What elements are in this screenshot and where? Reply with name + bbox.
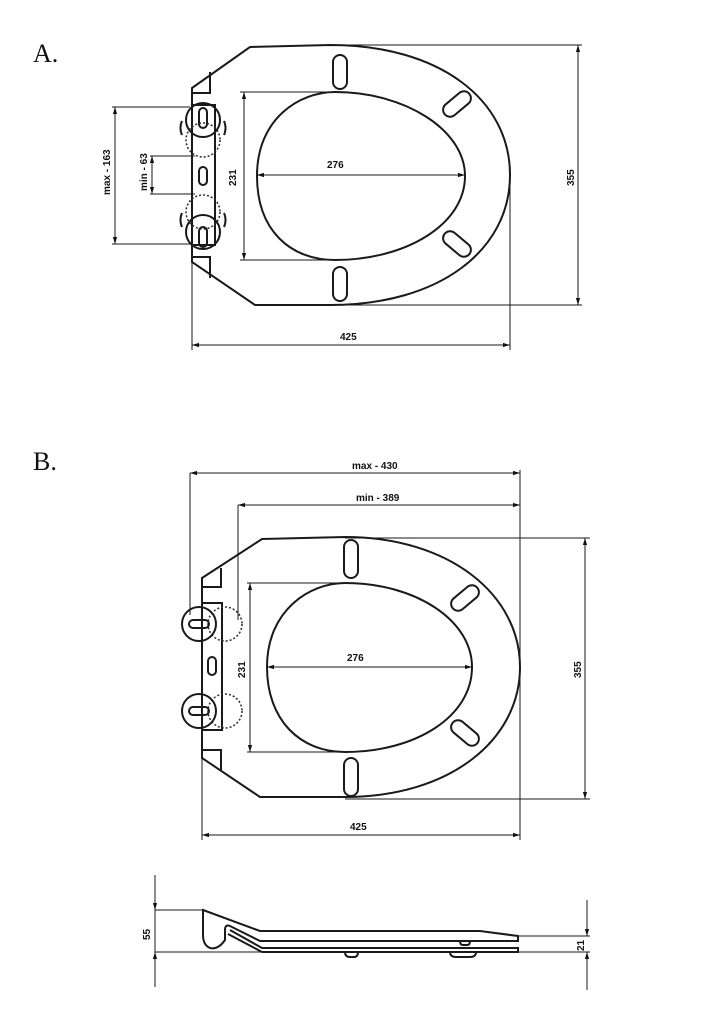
side-view: 55 21 xyxy=(142,875,590,990)
notch-top xyxy=(192,72,211,94)
hinge-icon xyxy=(179,102,227,250)
lid-rails xyxy=(227,929,519,953)
drawing-b: B. xyxy=(33,447,590,840)
bumper-slots xyxy=(332,54,472,302)
seat-profile xyxy=(202,908,519,950)
bumpers xyxy=(344,940,477,958)
dim-overall-width: 355 xyxy=(573,661,584,678)
dim-inner-width: 276 xyxy=(327,160,344,171)
drawing-a: A. xyxy=(33,39,582,350)
dim-inner-length: 231 xyxy=(237,661,248,678)
hinge-plate xyxy=(201,602,223,731)
dim-seat-height: 21 xyxy=(576,939,587,951)
notch-top xyxy=(202,568,222,588)
dim-overall-length: 425 xyxy=(350,822,367,833)
dim-hinge-min: min - 63 xyxy=(139,153,150,191)
notch-bottom xyxy=(202,749,222,770)
drawing-b-label: B. xyxy=(33,447,57,476)
dim-max-length: max - 430 xyxy=(352,461,398,472)
dim-overall-length: 425 xyxy=(340,332,357,343)
notch-bottom xyxy=(192,256,211,278)
dim-inner-width: 276 xyxy=(347,653,364,664)
hinge-plate xyxy=(191,104,216,246)
dim-inner-length: 231 xyxy=(228,169,239,186)
drawing-a-label: A. xyxy=(33,39,58,68)
bumper-slots xyxy=(343,539,480,797)
hinge-icon xyxy=(181,606,243,729)
dimension-lines xyxy=(189,470,590,840)
seat-opening xyxy=(255,90,467,262)
dim-min-length: min - 389 xyxy=(356,493,400,504)
dimension-lines xyxy=(152,875,590,990)
dim-overall-width: 355 xyxy=(566,169,577,186)
dim-hinge-max: max - 163 xyxy=(102,149,113,195)
dimension-lines xyxy=(112,44,582,350)
dim-hinge-height: 55 xyxy=(142,928,153,940)
